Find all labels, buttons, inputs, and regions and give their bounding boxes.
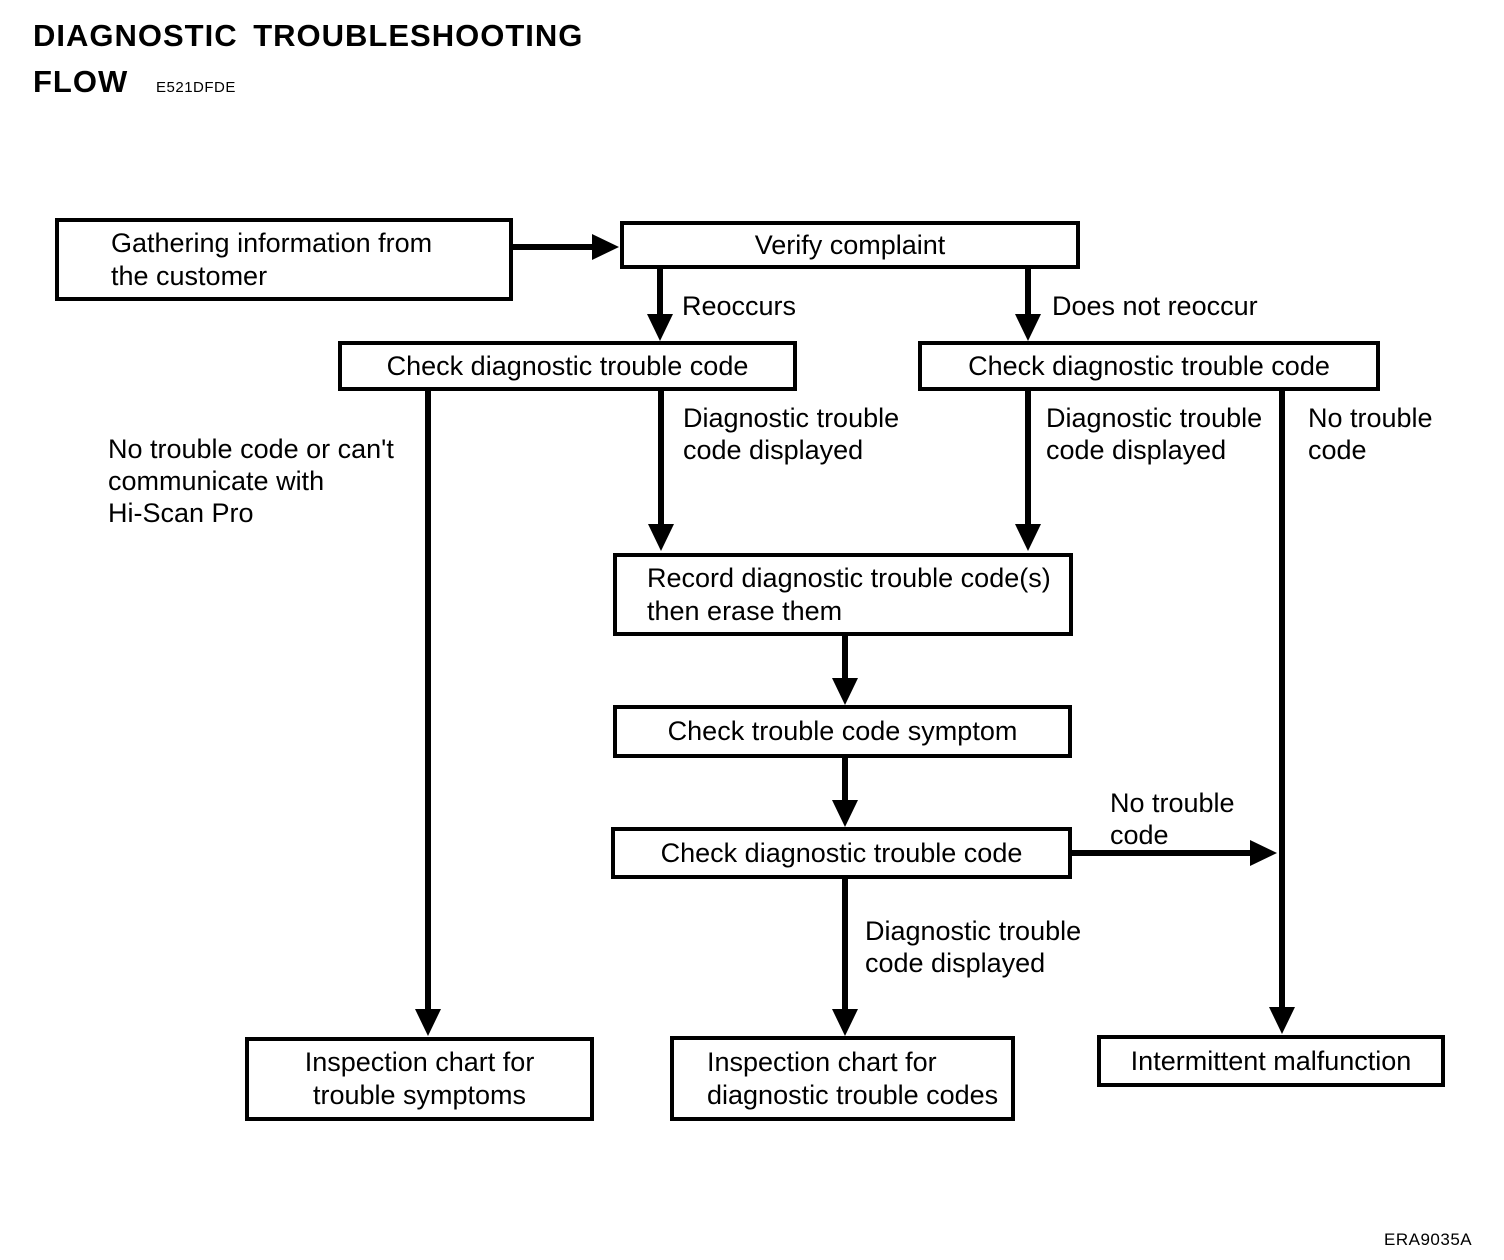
edge-label-no-trouble-code-top: No trouble code — [1308, 403, 1433, 465]
connector-check-to-intermittent-line — [1072, 850, 1253, 856]
node-check-trouble-code-symptom: Check trouble code symptom — [613, 705, 1072, 758]
arrow-down-icon — [415, 1009, 441, 1036]
node-inspection-chart-dtc: Inspection chart for diagnostic trouble … — [670, 1036, 1015, 1121]
node-check-dtc-after-erase: Check diagnostic trouble code — [611, 827, 1072, 879]
edge-label-does-not-reoccur: Does not reoccur — [1052, 291, 1258, 321]
edge-label-dtc-displayed-left: Diagnostic trouble code displayed — [683, 403, 900, 465]
arrow-down-icon — [1015, 314, 1041, 341]
arrow-down-icon — [832, 1009, 858, 1036]
connector-verify-to-check-right — [1025, 269, 1031, 317]
edge-label-dtc-displayed-bottom: Diagnostic trouble code displayed — [865, 916, 1082, 978]
arrow-right-icon — [1250, 840, 1277, 866]
node-check-dtc-right: Check diagnostic trouble code — [918, 341, 1380, 391]
arrow-down-icon — [832, 800, 858, 827]
document-code: E521DFDE — [156, 79, 236, 96]
node-verify-complaint: Verify complaint — [620, 221, 1080, 269]
arrow-down-icon — [832, 678, 858, 705]
connector-check-left-to-record — [658, 391, 664, 526]
node-intermittent-malfunction: Intermittent malfunction — [1097, 1035, 1445, 1087]
node-check-dtc-left: Check diagnostic trouble code — [338, 341, 797, 391]
edge-label-reoccurs: Reoccurs — [682, 291, 797, 321]
connector-record-to-symptom — [842, 636, 848, 680]
arrow-down-icon — [1269, 1007, 1295, 1034]
connector-check-right-to-record — [1025, 391, 1031, 526]
connector-verify-to-check-left — [657, 269, 663, 317]
arrow-down-icon — [1015, 524, 1041, 551]
arrow-right-icon — [592, 234, 619, 260]
node-record-erase-dtc: Record diagnostic trouble code(s) then e… — [613, 553, 1073, 636]
page-title: DIAGNOSTIC TROUBLESHOOTING — [33, 18, 584, 53]
page-title-line2: FLOW — [33, 64, 129, 99]
connector-gathering-to-verify — [513, 244, 597, 250]
connector-check-left-to-inspection-symptoms — [425, 391, 431, 1009]
edge-label-no-trouble-or-cant-communicate: No trouble code or can't communicate wit… — [108, 434, 394, 528]
figure-code: ERA9035A — [1384, 1230, 1473, 1249]
edge-label-no-trouble-code-mid: No trouble code — [1110, 788, 1235, 850]
connector-check-right-to-intermittent — [1279, 391, 1285, 1007]
edge-label-dtc-displayed-right: Diagnostic trouble code displayed — [1046, 403, 1263, 465]
connector-symptom-to-check — [842, 758, 848, 802]
arrow-down-icon — [648, 524, 674, 551]
arrow-down-icon — [647, 314, 673, 341]
connector-check-to-inspection-dtc — [842, 879, 848, 1009]
node-inspection-chart-trouble-symptoms: Inspection chart for trouble symptoms — [245, 1037, 594, 1121]
node-gathering-information: Gathering information from the customer — [55, 218, 513, 301]
